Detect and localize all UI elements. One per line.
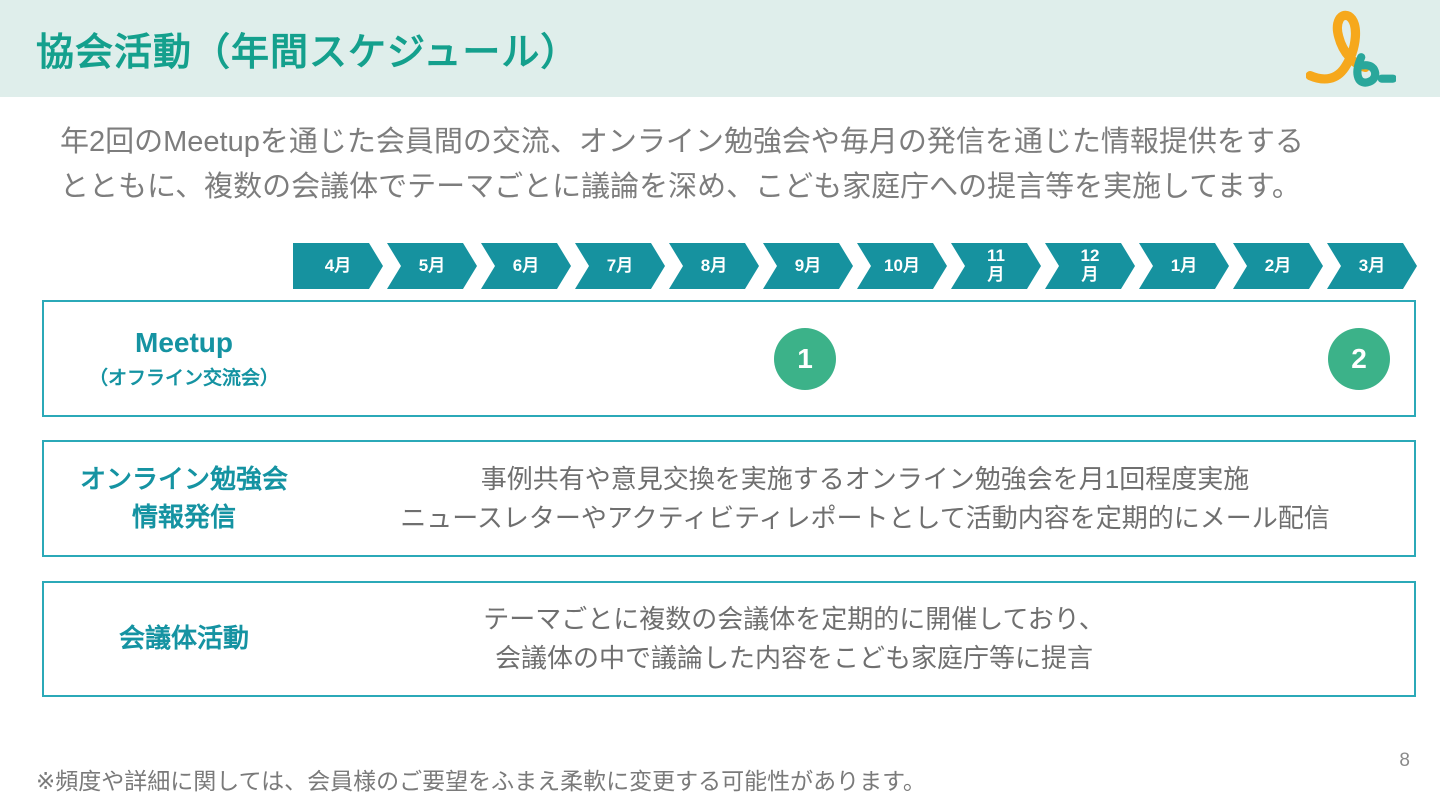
slide-header: 協会活動（年間スケジュール） [0, 0, 1440, 97]
timeline-month-apr: 4月 [293, 243, 383, 289]
meetup-row-label: Meetup （オフライン交流会） [44, 302, 324, 415]
council-row: 会議体活動 テーマごとに複数の会議体を定期的に開催しており、 会議体の中で議論し… [42, 581, 1416, 697]
timeline-month-jun: 6月 [481, 243, 571, 289]
page-title: 協会活動（年間スケジュール） [36, 32, 580, 74]
online-study-desc-line-1: 事例共有や意見交換を実施するオンライン勉強会を月1回程度実施 [480, 463, 1250, 494]
timeline-month-mar: 3月 [1327, 243, 1417, 289]
online-study-description: 事例共有や意見交換を実施するオンライン勉強会を月1回程度実施 ニュースレターやア… [324, 442, 1406, 555]
meetup-row: Meetup （オフライン交流会） 1 2 [42, 300, 1416, 417]
intro-line-1: 年2回のMeetupを通じた会員間の交流、オンライン勉強会や毎月の発信を通じた情… [60, 126, 1304, 158]
online-study-desc-line-2: ニュースレターやアクティビティレポートとして活動内容を定期的にメール配信 [400, 502, 1330, 533]
online-study-row-label: オンライン勉強会 情報発信 [44, 442, 324, 555]
timeline-month-nov: 11 月 [951, 243, 1041, 289]
council-desc-line-1: テーマごとに複数の会議体を定期的に開催しており、 [483, 604, 1105, 634]
meetup-marker-1: 1 [774, 327, 836, 390]
council-desc-line-2: 会議体の中で議論した内容をこども家庭庁等に提言 [494, 643, 1093, 673]
council-description: テーマごとに複数の会議体を定期的に開催しており、 会議体の中で議論した内容をこど… [324, 583, 1264, 695]
council-label: 会議体活動 [118, 623, 249, 654]
timeline-month-oct: 10月 [857, 243, 947, 289]
meetup-subtitle: （オフライン交流会） [88, 368, 279, 389]
ribbon-logo-icon [1306, 10, 1396, 87]
footnote: ※頻度や詳細に関しては、会員様のご要望をふまえ柔軟に変更する可能性があります。 [36, 768, 926, 794]
intro-paragraph: 年2回のMeetupを通じた会員間の交流、オンライン勉強会や毎月の発信を通じた情… [60, 120, 1390, 210]
timeline-month-dec: 12 月 [1045, 243, 1135, 289]
timeline-month-jul: 7月 [575, 243, 665, 289]
timeline-month-aug: 8月 [669, 243, 759, 289]
meetup-marker-2: 2 [1328, 327, 1390, 390]
timeline-month-jan: 1月 [1139, 243, 1229, 289]
page-number: 8 [1399, 750, 1410, 771]
online-study-row: オンライン勉強会 情報発信 事例共有や意見交換を実施するオンライン勉強会を月1回… [42, 440, 1416, 557]
meetup-title: Meetup [135, 327, 233, 358]
timeline-month-sep: 9月 [763, 243, 853, 289]
month-timeline: 4月 5月 6月 7月 8月 9月 10月 11 月 12 月 1月 2月 3月 [293, 243, 1417, 289]
intro-line-2: とともに、複数の会議体でテーマごとに議論を深め、こども家庭庁への提言等を実施して… [60, 170, 1301, 203]
online-study-label-line-2: 情報発信 [131, 501, 236, 532]
online-study-label-line-1: オンライン勉強会 [79, 463, 288, 494]
timeline-month-may: 5月 [387, 243, 477, 289]
timeline-month-feb: 2月 [1233, 243, 1323, 289]
council-row-label: 会議体活動 [44, 583, 324, 695]
